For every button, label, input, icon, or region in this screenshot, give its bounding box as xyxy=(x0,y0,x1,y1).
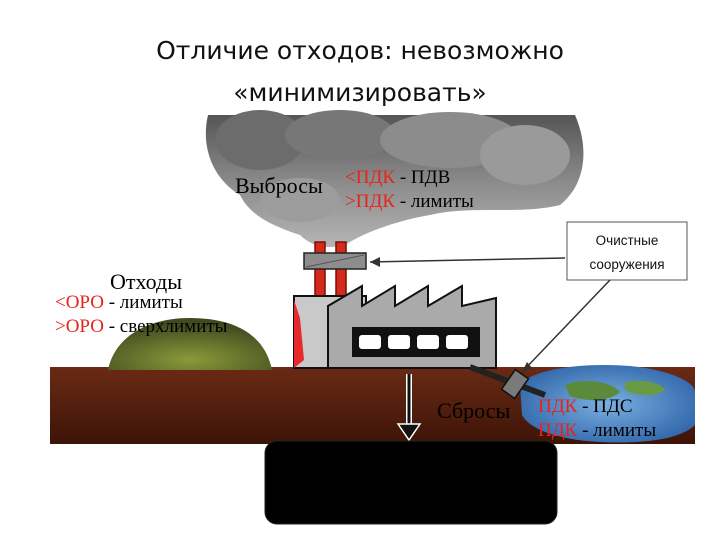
treatment-label-line-1: Очистные xyxy=(596,233,659,248)
emissions-line-2-prefix: >ПДК xyxy=(345,191,395,212)
waste-line-1-prefix: <ОРО xyxy=(55,292,104,313)
emissions-label: Выбросы <ПДК - ПДВ >ПДК - лимиты xyxy=(235,167,474,212)
waste-line-2-suffix: - сверхлимиты xyxy=(104,316,228,337)
factory xyxy=(293,241,497,369)
title-line-2: «минимизировать» xyxy=(233,78,487,107)
treatment-callout-box xyxy=(566,221,688,281)
treatment-label-line-2: сооружения xyxy=(589,257,664,272)
waste-line-1-suffix: - лимиты xyxy=(104,292,183,313)
discharges-title: Сбросы xyxy=(437,398,510,423)
callout-pointer xyxy=(369,257,566,263)
waste-line-2-prefix: >ОРО xyxy=(55,316,104,337)
water-vegetation xyxy=(625,380,665,396)
discharges-label: Сбросы ПДК - ПДС ПДК - лимиты xyxy=(437,396,656,441)
treatment-callout: Очистные сооружения xyxy=(369,221,688,373)
landfill-mound xyxy=(108,318,272,370)
water-vegetation xyxy=(565,380,620,401)
smoke-plume xyxy=(205,110,584,247)
callout-pointer xyxy=(521,279,611,373)
result-box xyxy=(264,440,558,525)
emissions-title: Выбросы xyxy=(235,173,323,198)
waste-line-1: <ОРО - лимиты xyxy=(55,292,183,313)
emissions-line-1-suffix: - ПДВ xyxy=(395,167,450,188)
chimney-filter-icon xyxy=(303,252,367,270)
title-line-1: Отличие отходов: невозможно xyxy=(156,36,564,65)
emissions-line-2-suffix: - лимиты xyxy=(395,191,474,212)
waste-label: Отходы <ОРО - лимиты >ОРО - сверхлимиты xyxy=(55,269,228,337)
down-arrow-icon xyxy=(396,374,422,442)
discharges-line-2-suffix: - лимиты xyxy=(577,420,656,441)
emissions-line-2: >ПДК - лимиты xyxy=(345,191,474,212)
discharges-line-2-prefix: ПДК xyxy=(538,420,578,441)
page-title: Отличие отходов: невозможно «минимизиров… xyxy=(0,30,720,114)
discharges-line-1-prefix: ПДК xyxy=(538,396,578,417)
emissions-line-1-prefix: <ПДК xyxy=(345,167,395,188)
discharges-line-1-suffix: - ПДС xyxy=(577,396,632,417)
arrowhead-icon xyxy=(522,362,532,372)
emissions-line-1: <ПДК - ПДВ xyxy=(345,167,450,188)
waste-line-2: >ОРО - сверхлимиты xyxy=(55,316,228,337)
arrowhead-icon xyxy=(370,257,380,267)
discharges-line-2: ПДК - лимиты xyxy=(538,420,656,441)
discharge-pipe xyxy=(468,364,547,400)
discharges-line-1: ПДК - ПДС xyxy=(538,396,633,417)
waste-title: Отходы xyxy=(110,269,182,294)
